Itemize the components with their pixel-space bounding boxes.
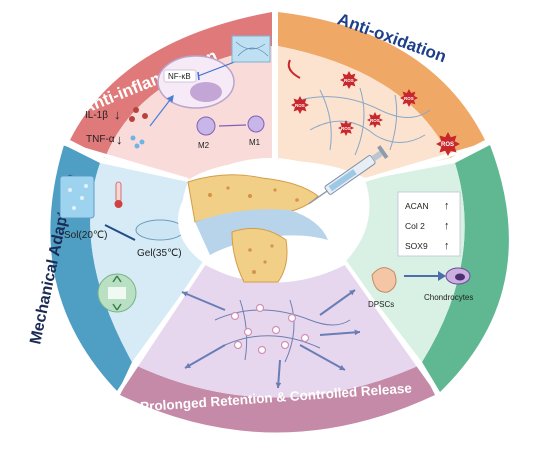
transition-arrow (104, 224, 136, 241)
sol-label: Sol(20℃) (64, 230, 107, 241)
il1b-down-arrow: ↓ (114, 107, 121, 122)
ros-molecules: ROS ROS ROS ROS ROS ROS (291, 71, 460, 156)
dpsc-cell (371, 267, 397, 293)
drug-particle (280, 340, 290, 350)
tnfa-down-arrow: ↓ (116, 132, 123, 147)
svg-text:↑: ↑ (444, 200, 450, 212)
ros-burst (338, 120, 354, 136)
nfkb-label: NF-κB (168, 72, 191, 81)
dpscs-label: DPSCs (368, 300, 394, 309)
ros-label: ROS (295, 103, 305, 108)
sol-beaker (59, 175, 95, 219)
tibia-bone (231, 227, 288, 283)
m1-cell (247, 115, 265, 133)
release-arrow (299, 344, 346, 371)
retention-content (181, 289, 361, 389)
retention-band (120, 365, 435, 433)
ros-label: ROS (441, 142, 454, 148)
marker-sox9: SOX9 (405, 241, 428, 251)
ros-label: ROS (341, 126, 351, 131)
ros-burst (367, 112, 383, 128)
drug-particle (271, 325, 281, 335)
tnfa-label: TNF-α (86, 134, 115, 145)
chondrocytes-label: Chondrocytes (424, 293, 473, 302)
thermometer-icon (115, 181, 122, 203)
ros-burst (400, 89, 418, 107)
drug-particle (300, 333, 310, 343)
svg-text:↑: ↑ (444, 240, 450, 252)
release-arrows (181, 289, 361, 389)
pro-anabolic-content: ACAN Col 2 SOX9 ↑ ↑ ↑ DPSCs Chondrocytes (368, 191, 473, 309)
syringe-icon (308, 145, 389, 205)
il1b-label: IL-1β (85, 110, 108, 121)
ros-burst (436, 132, 460, 156)
anti-oxidation-band (278, 12, 485, 158)
m2-cell (196, 116, 216, 136)
release-arrowhead (182, 291, 188, 297)
release-arrow (319, 289, 356, 316)
nfkb-box (163, 69, 197, 83)
mechanical-content: Sol(20℃) Gel(35℃) (59, 175, 185, 313)
drug-particle (243, 327, 253, 337)
ros-burst (291, 96, 309, 114)
anti-oxidation-content: ROS ROS ROS ROS ROS ROS (287, 59, 460, 156)
m2-label: M2 (198, 141, 210, 150)
release-arrow (181, 291, 226, 311)
release-arrowhead (354, 329, 360, 336)
gel-label: Gel(35℃) (137, 248, 182, 259)
marker-box (397, 191, 461, 257)
anti-inflammation-band (70, 12, 272, 158)
ros-label: ROS (370, 118, 380, 123)
drug-particle (287, 313, 297, 323)
drug-particle (233, 340, 243, 350)
drug-particle (255, 303, 265, 313)
curved-arrow (287, 59, 301, 79)
release-arrowhead (339, 364, 345, 370)
release-arrowhead (349, 290, 355, 296)
drug-particle (257, 345, 267, 355)
release-arrowhead (185, 362, 191, 368)
release-arrow (319, 331, 361, 336)
pro-anabolic-band (422, 145, 509, 392)
gel-dish (135, 219, 185, 241)
ros-label: ROS (404, 96, 414, 101)
central-joint (178, 145, 389, 283)
ros-label: ROS (344, 78, 354, 83)
ros-burst (340, 71, 358, 89)
release-arrow (184, 344, 226, 369)
pro-anabolic-title: Pro-anabolic Signaling (508, 180, 550, 351)
svg-text:↑: ↑ (444, 220, 450, 232)
release-arrowhead (275, 382, 282, 388)
marker-col2: Col 2 (405, 221, 425, 231)
release-particles (230, 303, 310, 355)
cell-nucleus (190, 82, 222, 102)
outer-ring (50, 12, 509, 433)
signal-arrow (149, 94, 174, 127)
marker-acan: ACAN (405, 201, 429, 211)
m1-label: M1 (249, 138, 261, 147)
drug-particle (230, 311, 240, 321)
anti-inflammation-content: NF-κB IL-1β ↓ TNF-α ↓ M2 M1 (85, 35, 271, 150)
